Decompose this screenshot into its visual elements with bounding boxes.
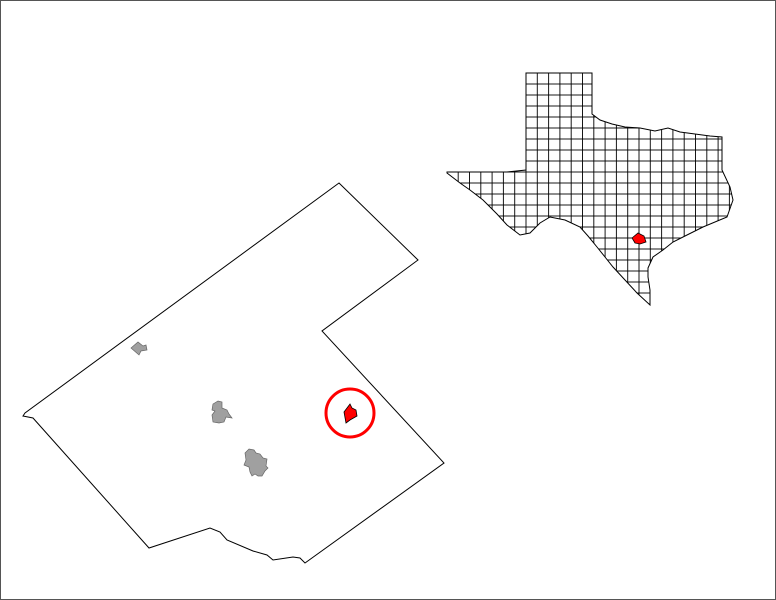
county-grid <box>447 73 733 305</box>
county-boundary <box>22 182 445 564</box>
place-central[interactable] <box>211 400 233 424</box>
state-inset <box>446 72 734 307</box>
place-south[interactable] <box>243 448 269 477</box>
highlighted-county[interactable] <box>631 232 647 245</box>
state-outline <box>446 72 734 307</box>
place-north[interactable] <box>130 341 148 356</box>
highlighted-place[interactable] <box>343 403 358 424</box>
highlight-circle <box>324 387 376 439</box>
county-inset <box>22 182 445 564</box>
